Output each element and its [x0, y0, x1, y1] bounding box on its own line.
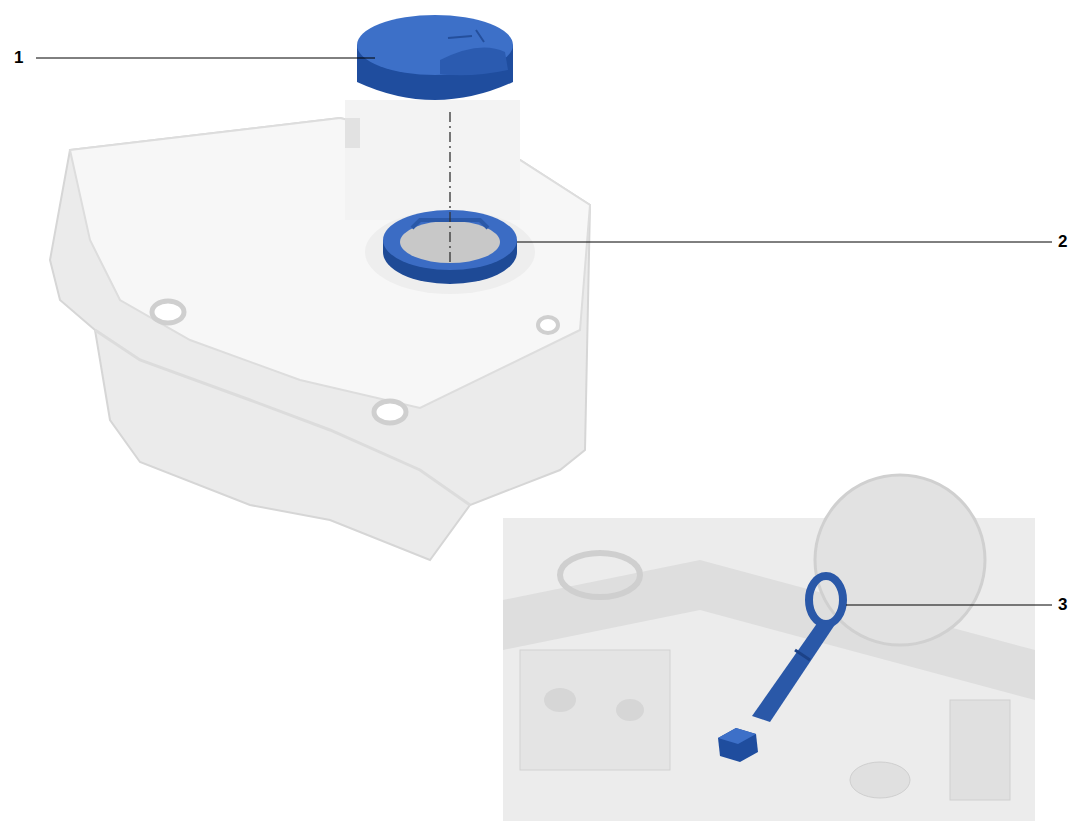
inset-engine-view — [503, 475, 1035, 821]
callout-number: 3 — [1058, 595, 1067, 615]
tower-shade — [345, 118, 360, 148]
oil-dipstick — [718, 576, 843, 762]
oil-filler-cap — [357, 15, 513, 100]
axis-line — [449, 112, 450, 262]
filler-tower — [345, 100, 520, 220]
callout-number: 1 — [14, 48, 23, 68]
bolt-holes — [152, 301, 558, 423]
valve-cover-flange — [95, 330, 470, 505]
leader-lines — [36, 58, 1052, 605]
callout-number: 2 — [1058, 232, 1067, 252]
